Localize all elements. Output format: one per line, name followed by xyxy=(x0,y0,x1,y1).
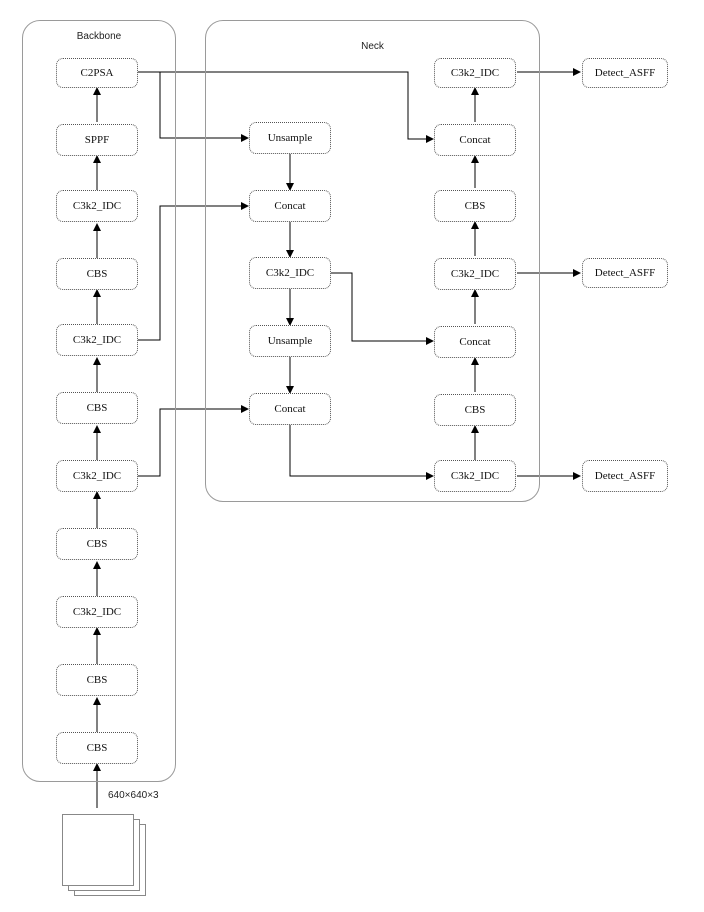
neck-upsample-block-1: Unsample xyxy=(249,122,331,154)
neck-cbs-block-mid: CBS xyxy=(434,394,516,426)
input-size-label: 640×640×3 xyxy=(108,790,159,801)
backbone-sppf-block: SPPF xyxy=(56,124,138,156)
input-image-sheet-1 xyxy=(62,814,134,886)
backbone-c2psa-block: C2PSA xyxy=(56,58,138,88)
neck-upsample-block-2: Unsample xyxy=(249,325,331,357)
neck-c3k2-block-top: C3k2_IDC xyxy=(434,58,516,88)
backbone-title: Backbone xyxy=(23,31,175,42)
backbone-c3k2-block-2: C3k2_IDC xyxy=(56,324,138,356)
neck-concat-block-mid: Concat xyxy=(434,326,516,358)
detect-asff-head-1: Detect_ASFF xyxy=(582,58,668,88)
backbone-c3k2-block-1: C3k2_IDC xyxy=(56,190,138,222)
neck-c3k2-block-mid: C3k2_IDC xyxy=(434,258,516,290)
neck-concat-block-1: Concat xyxy=(249,190,331,222)
input-image-stack xyxy=(60,812,160,902)
backbone-c3k2-block-4: C3k2_IDC xyxy=(56,596,138,628)
neck-cbs-block-top: CBS xyxy=(434,190,516,222)
backbone-cbs-block-4: CBS xyxy=(56,664,138,696)
neck-title: Neck xyxy=(206,41,539,52)
neck-concat-block-2: Concat xyxy=(249,393,331,425)
backbone-c3k2-block-3: C3k2_IDC xyxy=(56,460,138,492)
detect-asff-head-3: Detect_ASFF xyxy=(582,460,668,492)
detect-asff-head-2: Detect_ASFF xyxy=(582,258,668,288)
backbone-cbs-block-5: CBS xyxy=(56,732,138,764)
backbone-cbs-block-2: CBS xyxy=(56,392,138,424)
backbone-cbs-block-3: CBS xyxy=(56,528,138,560)
neck-c3k2-block-a: C3k2_IDC xyxy=(249,257,331,289)
backbone-cbs-block-1: CBS xyxy=(56,258,138,290)
neck-concat-block-top: Concat xyxy=(434,124,516,156)
neck-c3k2-block-bottom: C3k2_IDC xyxy=(434,460,516,492)
